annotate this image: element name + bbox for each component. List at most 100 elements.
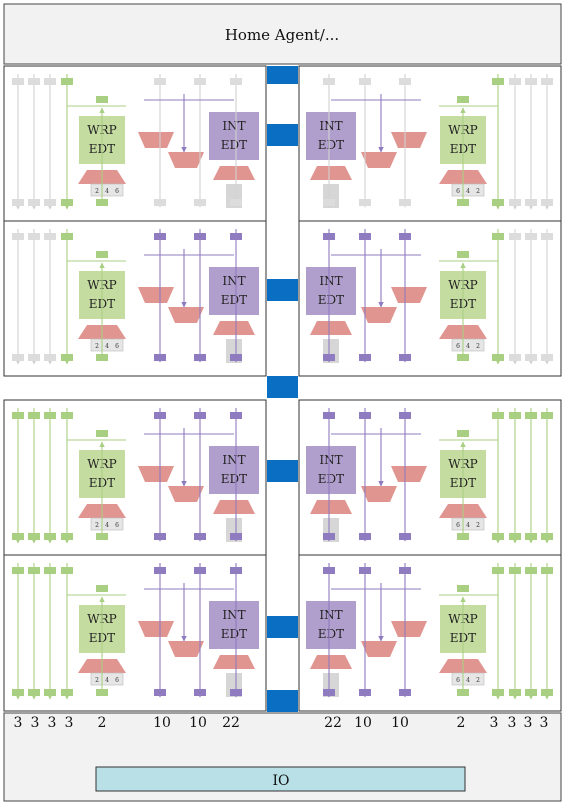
int-edt-block: [209, 112, 259, 160]
boundary-flop: [12, 567, 24, 574]
wrp-chain-group: [451, 672, 485, 686]
boundary-flop: [61, 689, 73, 696]
scan-flop: [323, 233, 335, 240]
boundary-flop: [61, 199, 73, 206]
boundary-flop: [61, 567, 73, 574]
count-label: 3: [31, 715, 40, 731]
spine-segment: [267, 279, 298, 301]
boundary-flop: [541, 78, 553, 85]
wrp-chain-group: [90, 517, 124, 531]
boundary-flop: [541, 689, 553, 696]
boundary-flop: [61, 354, 73, 361]
int-compressor: [310, 655, 352, 669]
scan-flop: [154, 689, 166, 696]
boundary-flop: [28, 689, 40, 696]
scan-flop: [399, 78, 411, 85]
boundary-flop: [28, 233, 40, 240]
scan-flop: [154, 567, 166, 574]
int-edt-label: EDT: [318, 138, 344, 152]
chain-count: 4: [466, 188, 470, 195]
io-bar: [95, 766, 466, 792]
int-edt-block: [209, 446, 259, 494]
scan-flop: [399, 354, 411, 361]
decompressor: [138, 287, 174, 303]
int-compressor: [310, 500, 352, 514]
scan-flop: [359, 233, 371, 240]
scan-flop: [230, 567, 242, 574]
boundary-flop: [28, 199, 40, 206]
scan-flop: [323, 354, 335, 361]
boundary-flop: [61, 233, 73, 240]
boundary-flop: [12, 354, 24, 361]
chain-count: 2: [476, 522, 480, 529]
boundary-flop: [28, 567, 40, 574]
decompressor: [361, 152, 397, 168]
int-edt-label: INT: [319, 608, 342, 622]
chain-count: 6: [456, 677, 460, 684]
wrp-input-flop: [96, 430, 108, 437]
scan-flop: [399, 533, 411, 540]
scan-flop: [230, 533, 242, 540]
wrp-output-flop: [457, 533, 469, 540]
decompressor: [168, 307, 204, 323]
boundary-flop: [28, 78, 40, 85]
boundary-flop: [44, 689, 56, 696]
decompressor: [391, 132, 427, 148]
boundary-flop: [509, 78, 521, 85]
center-spine: [267, 66, 298, 712]
boundary-flop: [525, 533, 537, 540]
boundary-flop: [541, 533, 553, 540]
chain-count: 6: [115, 188, 119, 195]
int-edt-label: INT: [222, 274, 245, 288]
decompressor: [361, 307, 397, 323]
scan-flop: [230, 689, 242, 696]
wrp-input-flop: [96, 585, 108, 592]
int-compressor: [213, 500, 255, 514]
spine-segment: [267, 66, 298, 84]
boundary-flop: [541, 412, 553, 419]
spine-segment: [267, 124, 298, 146]
chain-count: 6: [456, 188, 460, 195]
int-edt-block: [209, 267, 259, 315]
scan-flop: [230, 412, 242, 419]
scan-flop: [230, 233, 242, 240]
decompressor: [361, 486, 397, 502]
wrp-output-flop: [96, 689, 108, 696]
wrp-input-flop: [457, 430, 469, 437]
chain-count: 6: [456, 522, 460, 529]
header-box: [3, 3, 562, 65]
boundary-flop: [492, 689, 504, 696]
boundary-flop: [12, 412, 24, 419]
boundary-flop: [12, 233, 24, 240]
int-edt-label: EDT: [221, 472, 247, 486]
scan-flop: [359, 567, 371, 574]
count-label: 10: [354, 715, 372, 731]
boundary-flop: [541, 199, 553, 206]
wrp-input-flop: [457, 96, 469, 103]
count-label: 2: [98, 715, 107, 731]
boundary-flop: [509, 533, 521, 540]
scan-flop: [154, 233, 166, 240]
spine-segment: [267, 690, 298, 712]
decompressor: [168, 152, 204, 168]
int-edt-block: [306, 112, 356, 160]
wrp-input-flop: [457, 251, 469, 258]
boundary-flop: [61, 533, 73, 540]
scan-flop: [359, 412, 371, 419]
chain-count: 4: [105, 677, 109, 684]
boundary-flop: [525, 233, 537, 240]
wrp-input-flop: [457, 585, 469, 592]
scan-flop: [194, 689, 206, 696]
chain-count: 4: [105, 188, 109, 195]
boundary-flop: [12, 689, 24, 696]
int-edt-label: EDT: [221, 627, 247, 641]
count-label: 3: [508, 715, 517, 731]
decompressor: [391, 621, 427, 637]
int-compressor: [213, 655, 255, 669]
count-label: 3: [48, 715, 57, 731]
count-label: 2: [457, 715, 466, 731]
boundary-flop: [509, 233, 521, 240]
